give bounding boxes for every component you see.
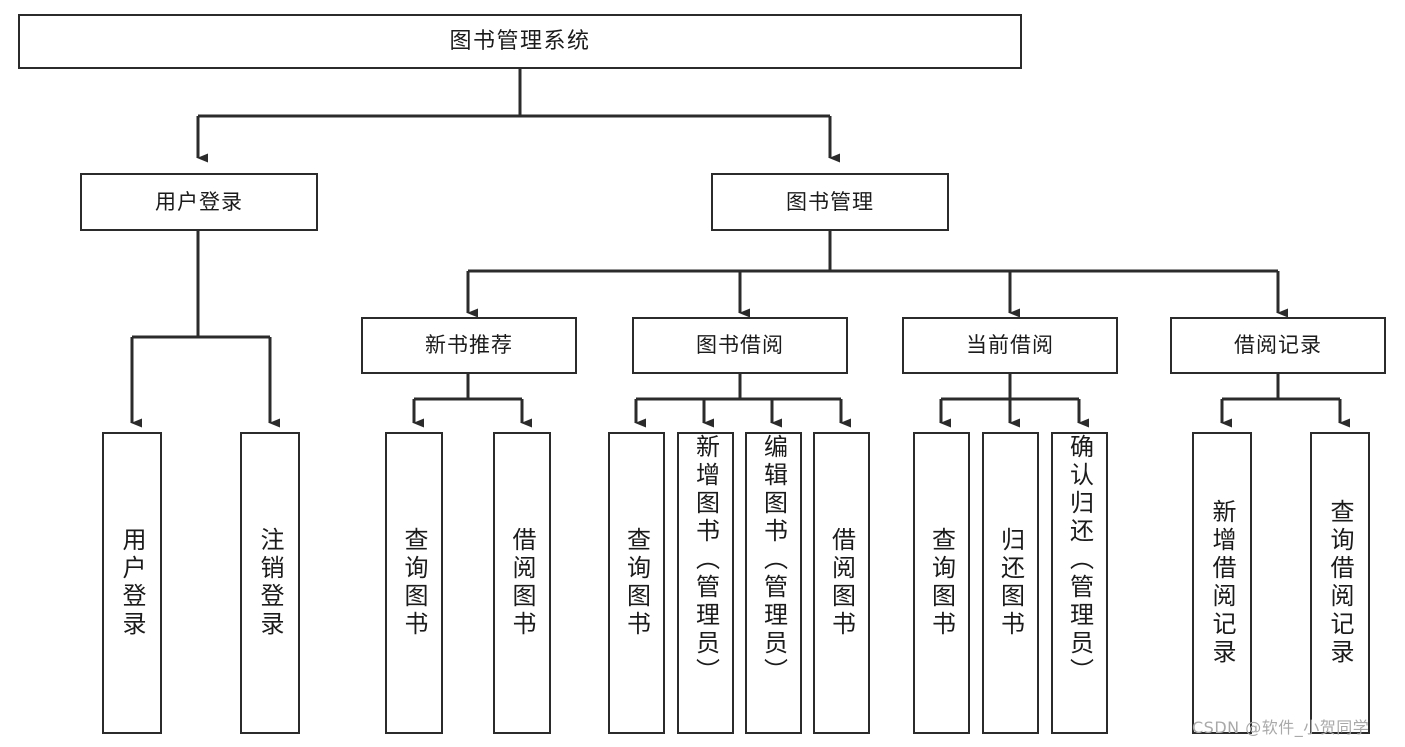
node-label: 编辑图书（管理员） xyxy=(759,434,788,686)
leaf-borrow-borrow-book[interactable]: 借阅图书 xyxy=(813,432,870,734)
leaf-borrow-add-book-admin[interactable]: 新增图书（管理员） xyxy=(677,432,734,734)
node-label: 查询图书 xyxy=(927,527,956,639)
leaf-current-return-book[interactable]: 归还图书 xyxy=(982,432,1039,734)
node-user-login[interactable]: 用户登录 xyxy=(80,173,318,231)
node-book-borrow[interactable]: 图书借阅 xyxy=(632,317,848,374)
node-label: 借阅图书 xyxy=(508,527,536,639)
node-label: 查询图书 xyxy=(622,527,651,639)
leaf-current-confirm-return-admin[interactable]: 确认归还（管理员） xyxy=(1051,432,1108,734)
node-label: 注销登录 xyxy=(256,527,284,639)
node-label: 图书管理系统 xyxy=(449,28,591,54)
node-label: 借阅图书 xyxy=(827,527,856,639)
node-label: 用户登录 xyxy=(118,527,146,639)
node-label: 图书管理 xyxy=(786,189,874,214)
leaf-record-add-borrow-record[interactable]: 新增借阅记录 xyxy=(1192,432,1252,734)
node-book-management[interactable]: 图书管理 xyxy=(711,173,949,231)
node-label: 新书推荐 xyxy=(425,333,513,358)
node-label: 新增借阅记录 xyxy=(1208,499,1236,667)
node-label: 借阅记录 xyxy=(1234,333,1322,358)
node-label: 查询图书 xyxy=(400,527,428,639)
node-current-borrow[interactable]: 当前借阅 xyxy=(902,317,1118,374)
node-label: 图书借阅 xyxy=(696,333,784,358)
leaf-user-login-login[interactable]: 用户登录 xyxy=(102,432,162,734)
node-label: 用户登录 xyxy=(155,189,243,214)
node-root-system[interactable]: 图书管理系统 xyxy=(18,14,1022,69)
leaf-borrow-search-book[interactable]: 查询图书 xyxy=(608,432,665,734)
node-label: 当前借阅 xyxy=(966,333,1054,358)
leaf-record-search-borrow-record[interactable]: 查询借阅记录 xyxy=(1310,432,1370,734)
leaf-user-login-logout[interactable]: 注销登录 xyxy=(240,432,300,734)
node-borrow-record[interactable]: 借阅记录 xyxy=(1170,317,1386,374)
node-label: 新增图书（管理员） xyxy=(691,434,720,686)
node-label: 归还图书 xyxy=(996,527,1025,639)
leaf-current-search-book[interactable]: 查询图书 xyxy=(913,432,970,734)
node-label: 查询借阅记录 xyxy=(1326,499,1354,667)
leaf-recommend-borrow-book[interactable]: 借阅图书 xyxy=(493,432,551,734)
watermark-text: CSDN @软件_小贺同学 xyxy=(1192,718,1370,737)
leaf-borrow-edit-book-admin[interactable]: 编辑图书（管理员） xyxy=(745,432,802,734)
node-label: 确认归还（管理员） xyxy=(1065,434,1094,686)
leaf-recommend-search-book[interactable]: 查询图书 xyxy=(385,432,443,734)
node-new-book-recommend[interactable]: 新书推荐 xyxy=(361,317,577,374)
